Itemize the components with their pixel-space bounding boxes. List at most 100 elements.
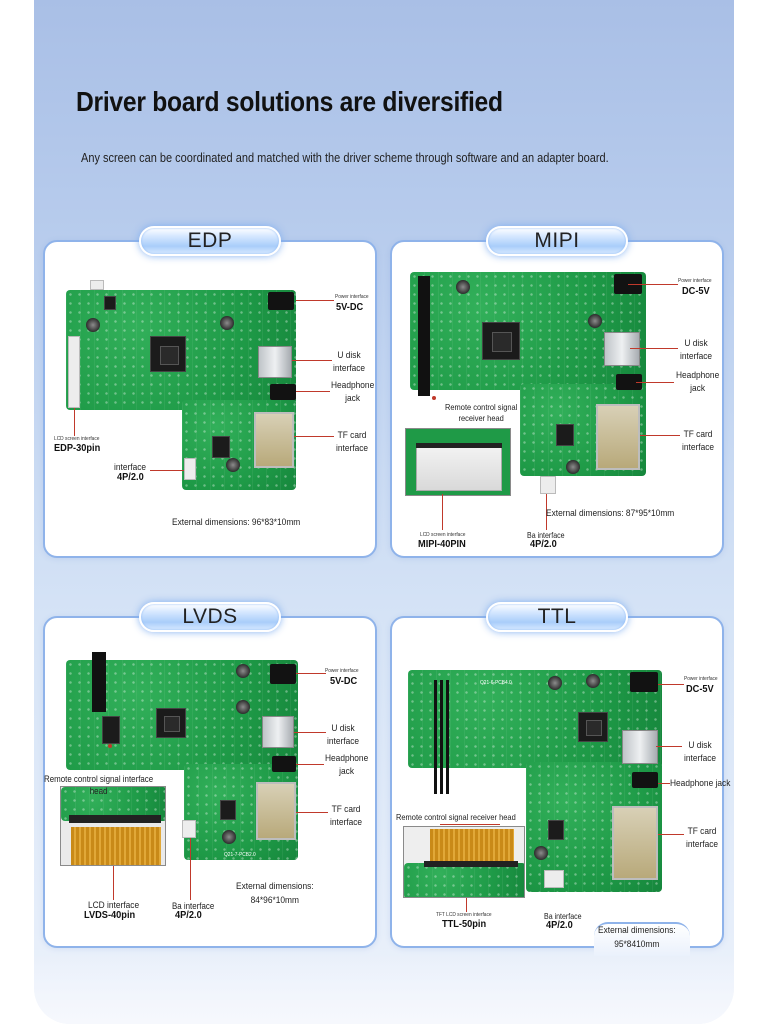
- ttl-lcd-main-label: TTL-50pin: [442, 918, 487, 930]
- ttl-usb-port: [622, 730, 658, 764]
- page-subtitle: Any screen can be coordinated and matche…: [81, 151, 609, 165]
- edp-headphone-label: Headphone jack: [331, 380, 375, 404]
- mipi-headphone-label: Headphone jack: [676, 370, 720, 394]
- ttl-lcd-small-label: TFT LCD screen interface: [436, 912, 492, 918]
- ttl-ffc-cable: [430, 829, 514, 863]
- edp-main-chip: [150, 336, 186, 372]
- lvds-capacitor: [236, 664, 250, 678]
- lvds-ffc-bar: [69, 815, 161, 823]
- ttl-pcb-top: [408, 670, 662, 768]
- lvds-lcd-inset: [60, 786, 166, 866]
- lvds-lcd-small-label: LCD interface: [88, 900, 140, 911]
- lvds-lcd-line: [113, 866, 114, 900]
- edp-sd-slot: [254, 412, 294, 468]
- lvds-ffc-cable: [71, 827, 161, 865]
- mipi-capacitor-3: [566, 460, 580, 474]
- edp-capacitor-2: [220, 316, 234, 330]
- mipi-ba-line: [546, 494, 547, 530]
- mipi-pcb-top: [410, 272, 646, 390]
- edp-usb-line: [292, 360, 332, 361]
- lvds-main-chip: [156, 708, 186, 738]
- edp-headphone-jack: [270, 384, 296, 400]
- mipi-headphone-line: [636, 382, 674, 383]
- lvds-capacitor-2: [236, 700, 250, 714]
- mipi-ffc-connector: [416, 445, 502, 491]
- ttl-remote-wire-3: [446, 680, 449, 794]
- lvds-title-pill: LVDS: [139, 602, 281, 632]
- ttl-lcd-line: [466, 898, 467, 912]
- mipi-ba-connector: [540, 476, 556, 494]
- mipi-usb-port: [604, 332, 640, 366]
- lvds-tf-line: [296, 812, 328, 813]
- lvds-power-jack: [270, 664, 296, 684]
- edp-ba-connector: [184, 458, 196, 480]
- ttl-headphone-line: [658, 783, 670, 784]
- mipi-power-small-label: Power interface: [678, 278, 712, 284]
- ttl-dimensions: External dimensions: 95*8410mm: [598, 925, 676, 951]
- edp-headphone-line: [296, 391, 330, 392]
- lvds-power-line: [296, 673, 326, 674]
- lvds-board-code: Q21-7-PCB2.0: [224, 852, 256, 858]
- ttl-sd-slot: [612, 806, 658, 880]
- ttl-power-line: [658, 684, 684, 685]
- mipi-usb-line: [630, 348, 678, 349]
- mipi-title-pill: MIPI: [486, 226, 628, 256]
- ttl-usb-line: [656, 746, 682, 747]
- mipi-usb-label: U disk interface: [680, 338, 713, 362]
- mipi-power-main-label: DC-5V: [682, 285, 710, 297]
- edp-power-line: [296, 300, 334, 301]
- edp-usb-port: [258, 346, 292, 378]
- edp-capacitor-3: [226, 458, 240, 472]
- ttl-remote-wire-2: [440, 680, 443, 794]
- edp-capacitor: [86, 318, 100, 332]
- lvds-chip-side: [102, 716, 120, 744]
- ttl-capacitor-3: [534, 846, 548, 860]
- ttl-adapter-pcb: [404, 863, 524, 897]
- lvds-power-small-label: Power interface: [325, 668, 359, 674]
- edp-chip-small: [212, 436, 230, 458]
- mipi-lcd-line: [442, 494, 443, 530]
- ttl-chip-small: [548, 820, 564, 840]
- ttl-remote-line: [440, 824, 500, 825]
- mipi-power-line: [628, 284, 678, 285]
- mipi-ba-main-label: 4P/2.0: [530, 538, 557, 550]
- lvds-capacitor-3: [222, 830, 236, 844]
- mipi-lcd-small-label: LCD screen interface: [420, 532, 466, 538]
- mipi-dimensions: External dimensions: 87*95*10mm: [546, 508, 675, 519]
- mipi-remote-dot: [432, 396, 436, 400]
- lvds-header-pins: [92, 652, 106, 712]
- lvds-sd-slot: [256, 782, 296, 840]
- edp-chip-small-2: [104, 296, 116, 310]
- mipi-remote-label: Remote control signal receiver head: [445, 402, 518, 424]
- lvds-usb-port: [262, 716, 294, 748]
- edp-lcd-small-label: LCD screen interface: [54, 436, 100, 442]
- lvds-remote-label: Remote control signal interface head: [44, 774, 154, 797]
- ttl-headphone-label: Headphone jack: [670, 778, 731, 789]
- edp-tf-line: [294, 436, 334, 437]
- ttl-power-main-label: DC-5V: [686, 683, 714, 695]
- edp-dimensions: External dimensions: 96*83*10mm: [172, 517, 301, 528]
- ttl-remote-label: Remote control signal receiver head: [396, 812, 516, 822]
- ttl-tf-line: [658, 834, 684, 835]
- lvds-power-main-label: 5V-DC: [330, 675, 358, 687]
- edp-power-main-label: 5V-DC: [336, 301, 364, 313]
- mipi-ba-small-label: Ba interface: [527, 531, 565, 540]
- ttl-lcd-inset: [403, 826, 525, 898]
- ttl-capacitor-2: [586, 674, 600, 688]
- edp-ba-line: [150, 470, 184, 471]
- mipi-tf-label: TF card interface: [682, 429, 715, 453]
- lvds-headphone-jack: [272, 756, 296, 772]
- lvds-lcd-main-label: LVDS-40pin: [84, 909, 136, 921]
- ttl-dimension-tab: [594, 922, 690, 956]
- ttl-ba-connector: [544, 870, 564, 888]
- mipi-capacitor: [456, 280, 470, 294]
- ttl-ba-main-label: 4P/2.0: [546, 919, 573, 931]
- edp-pcb-top: [66, 290, 296, 410]
- lvds-usb-label: U disk interface: [327, 723, 360, 747]
- lvds-ba-connector: [182, 820, 196, 838]
- ttl-usb-label: U disk interface: [684, 740, 717, 764]
- mipi-tf-line: [640, 435, 680, 436]
- lvds-ba-line: [190, 838, 191, 900]
- mipi-capacitor-2: [588, 314, 602, 328]
- ttl-power-small-label: Power interface: [684, 676, 718, 682]
